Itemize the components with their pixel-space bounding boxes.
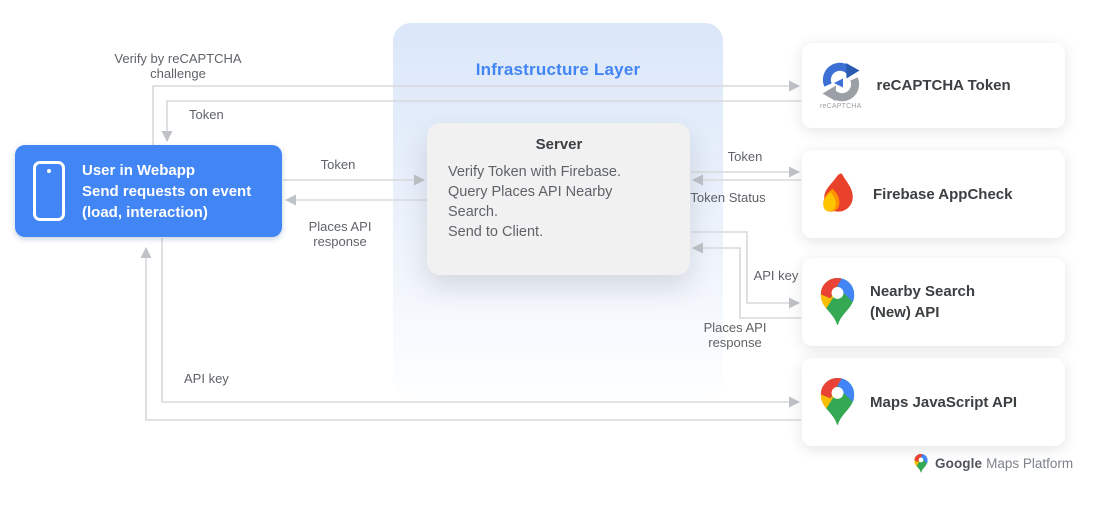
server-box: Server Verify Token with Firebase. Query… xyxy=(427,123,690,275)
server-body-line: Query Places API Nearby xyxy=(448,184,613,200)
edge-label-token-to-server: Token xyxy=(320,157,356,172)
arrow-api-key-to-nearby-search xyxy=(691,231,800,309)
card-firebase-appcheck: Firebase AppCheck xyxy=(802,150,1065,238)
arrow-maps-response-to-user xyxy=(140,247,801,421)
card-label-nearby-search-api: Nearby Search (New) API xyxy=(870,283,976,321)
edge-label-verify-recaptcha: Verify by reCAPTCHA challenge xyxy=(114,51,242,82)
user-webapp-line: User in Webapp xyxy=(82,161,196,179)
card-label-maps-javascript-api: Maps JavaScript API xyxy=(870,393,1018,411)
user-webapp-box: User in Webapp Send requests on event (l… xyxy=(15,145,282,237)
arrow-places-response-to-server xyxy=(692,242,801,319)
server-body-line: Search. xyxy=(448,204,498,220)
edge-label-api-key-to-maps: API key xyxy=(184,371,229,386)
firebase-icon xyxy=(823,173,853,212)
google-maps-pin-icon xyxy=(820,378,855,426)
card-nearby-search-api: Nearby Search (New) API xyxy=(802,258,1065,346)
edge-label-token-status: Token Status xyxy=(690,190,766,205)
edge-label-api-key-to-nearby: API key xyxy=(753,268,799,283)
brand-maps-platform: Maps Platform xyxy=(986,456,1074,471)
user-webapp-line: Send requests on event xyxy=(82,182,252,200)
user-webapp-text: User in Webapp Send requests on event (l… xyxy=(82,160,251,223)
server-body-line: Send to Client. xyxy=(448,224,544,240)
google-maps-pin-icon xyxy=(914,454,928,473)
user-webapp-line: (load, interaction) xyxy=(82,203,208,221)
edge-label-places-response-to-user: Places API response xyxy=(308,219,372,250)
arrow-verify-recaptcha xyxy=(152,80,800,145)
recaptcha-caption: reCAPTCHA xyxy=(820,102,862,110)
edge-label-token-to-firebase: Token xyxy=(727,149,763,164)
phone-icon xyxy=(33,161,65,221)
brand-google: Google xyxy=(935,456,983,471)
edge-label-token-from-recaptcha: Token xyxy=(189,107,224,122)
server-body-line: Verify Token with Firebase. xyxy=(448,164,622,180)
arrow-token-from-recaptcha xyxy=(161,100,801,142)
phone-camera-dot xyxy=(47,169,51,173)
server-title: Server xyxy=(535,136,583,153)
card-label-firebase-appcheck: Firebase AppCheck xyxy=(873,185,1013,203)
google-maps-pin-icon xyxy=(820,278,855,326)
arrow-api-key-to-maps-js xyxy=(161,238,800,408)
recaptcha-icon xyxy=(822,62,860,101)
google-maps-platform-brand: Google Maps Platform xyxy=(914,454,1073,473)
card-maps-javascript-api: Maps JavaScript API xyxy=(802,358,1065,446)
edge-label-places-response-to-server: Places API response xyxy=(703,320,767,351)
card-label-recaptcha-token: reCAPTCHA Token xyxy=(876,77,1011,94)
infrastructure-layer-title: Infrastructure Layer xyxy=(475,60,641,79)
card-recaptcha-token: reCAPTCHA reCAPTCHA Token xyxy=(802,43,1065,128)
